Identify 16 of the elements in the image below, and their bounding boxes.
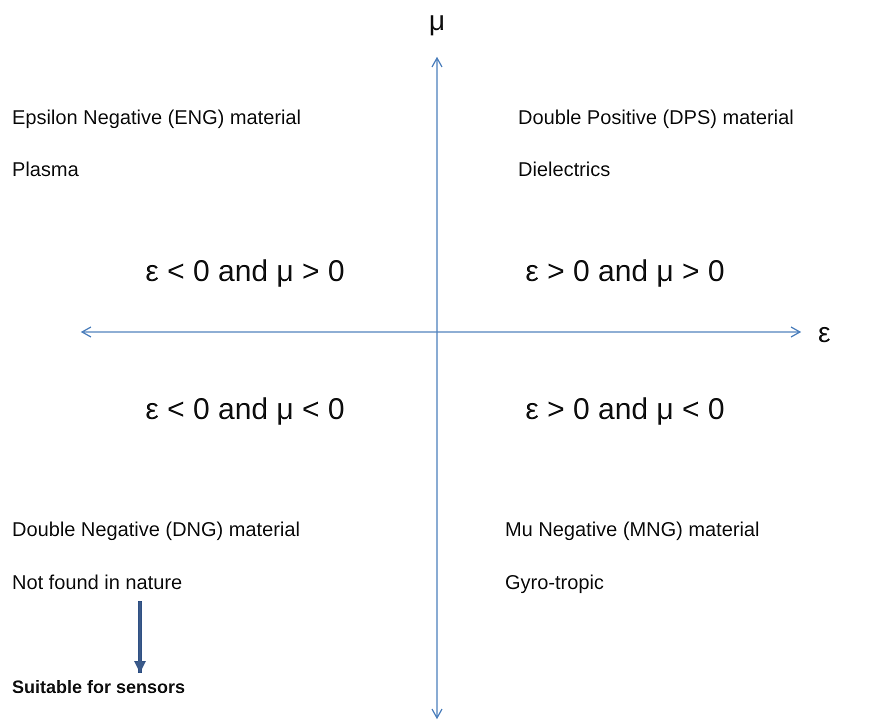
material-example: Gyro-tropic xyxy=(505,571,604,595)
quadrant-condition: ε < 0 and μ < 0 xyxy=(145,392,345,428)
quadrant-condition: ε > 0 and μ > 0 xyxy=(525,254,725,290)
axis-label: μ xyxy=(428,4,446,38)
quadrant-condition: ε < 0 and μ > 0 xyxy=(145,254,345,290)
material-name: Mu Negative (MNG) material xyxy=(505,518,760,542)
material-name: Double Positive (DPS) material xyxy=(518,106,794,130)
quadrant-condition: ε > 0 and μ < 0 xyxy=(525,392,725,428)
material-name: Double Negative (DNG) material xyxy=(12,518,300,542)
material-example: Not found in nature xyxy=(12,571,182,595)
material-example: Dielectrics xyxy=(518,158,610,182)
material-example: Plasma xyxy=(12,158,79,182)
axis-label: ε xyxy=(818,316,830,350)
application-note: Suitable for sensors xyxy=(12,677,186,699)
arrow xyxy=(134,601,146,673)
material-name: Epsilon Negative (ENG) material xyxy=(12,106,301,130)
